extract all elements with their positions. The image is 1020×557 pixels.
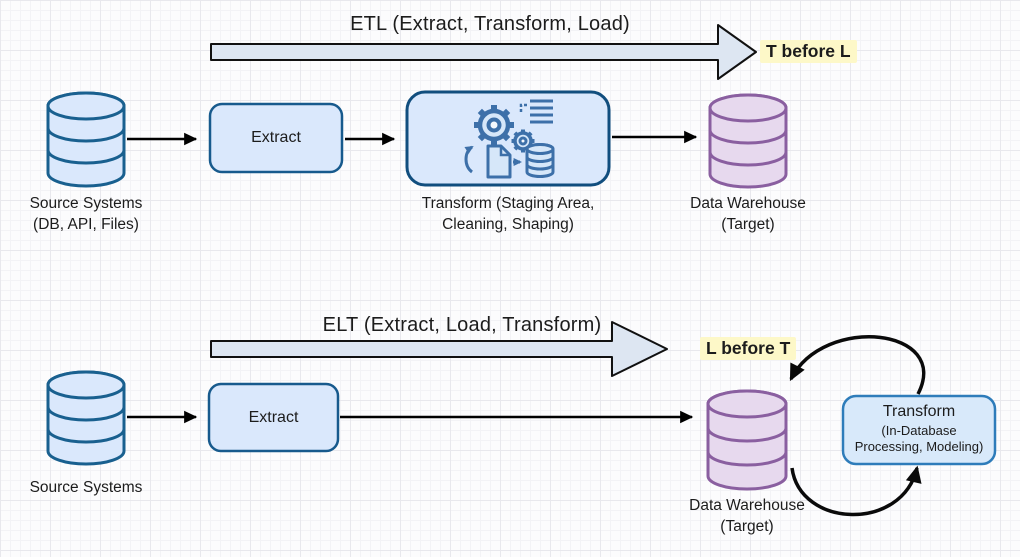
transform-sublabel-line1: (In-Database <box>881 422 957 438</box>
gear-icon <box>474 105 514 145</box>
etl-annotation: T before L <box>760 40 857 63</box>
extract-label-elt: Extract <box>248 408 299 426</box>
transform-caption-etl: Transform (Staging Area, Cleaning, Shapi… <box>396 193 620 235</box>
elt-title: ELT (Extract, Load, Transform) <box>322 314 602 336</box>
database-icon <box>525 143 555 178</box>
data-warehouse-cylinder-etl <box>708 93 788 189</box>
extract-box-elt <box>207 382 340 453</box>
transform-label: Transform <box>882 403 956 421</box>
transform-label-line1: Transform (Staging Area, <box>421 195 595 212</box>
source-systems-label: Source Systems <box>29 195 143 212</box>
etl-title: ETL (Extract, Transform, Load) <box>350 13 630 35</box>
transform-box-elt-label: Transform (In-Database Processing, Model… <box>843 396 995 464</box>
small-gear-icon <box>511 129 535 153</box>
etl-flow-block-arrow <box>210 24 757 80</box>
transform-box-elt <box>841 394 997 466</box>
sync-arrow-icon <box>464 145 474 174</box>
source-systems-sublabel: (DB, API, Files) <box>33 216 139 233</box>
data-warehouse-caption-elt: Data Warehouse (Target) <box>667 495 827 537</box>
extract-box-etl <box>208 102 344 174</box>
source-systems-cylinder-elt <box>46 370 126 466</box>
data-warehouse-label: Data Warehouse <box>689 497 805 514</box>
document-icon <box>486 144 512 179</box>
elt-flow-block-arrow <box>210 321 668 377</box>
extract-label-etl: Extract <box>251 129 301 146</box>
source-systems-label: Source Systems <box>29 479 143 496</box>
data-warehouse-cylinder-elt <box>706 389 788 491</box>
data-warehouse-label: Data Warehouse <box>690 195 806 212</box>
loop-warehouse-to-transform-arrow <box>790 465 922 517</box>
transform-sublabel-line2: Processing, Modeling) <box>854 439 984 455</box>
transform-icons-group <box>464 99 555 179</box>
transform-label-line2: Cleaning, Shaping) <box>442 216 574 233</box>
source-systems-caption-elt: Source Systems <box>6 477 166 498</box>
loop-transform-to-warehouse-arrow <box>789 335 926 395</box>
elt-annotation: L before T <box>700 337 797 360</box>
data-warehouse-sublabel: (Target) <box>721 216 775 233</box>
data-warehouse-sublabel: (Target) <box>720 518 774 535</box>
list-icon <box>519 99 553 124</box>
data-warehouse-caption-etl: Data Warehouse (Target) <box>668 193 828 235</box>
source-systems-caption-etl: Source Systems (DB, API, Files) <box>6 193 166 235</box>
source-systems-cylinder-etl <box>46 91 126 188</box>
